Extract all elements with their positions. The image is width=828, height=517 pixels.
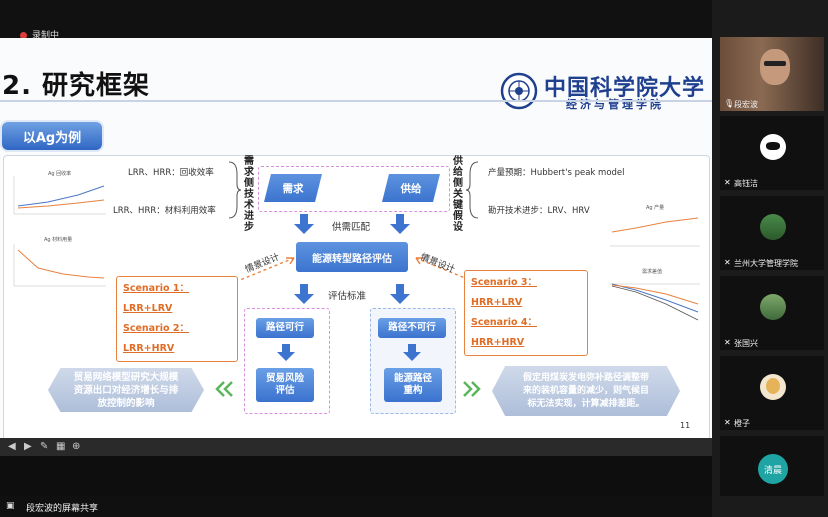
participant-tile[interactable]: ✕ 高钰洁 (720, 116, 824, 190)
slide-control-bar: ◀ ▶ ✎ ▦ ⊕ (0, 438, 712, 456)
university-seal-icon (500, 72, 538, 110)
feasible-box: 路径可行 (256, 318, 314, 338)
note-recovery: LRR、HRR：回收效率 (128, 168, 214, 178)
screen-share-banner: ▣ 段宏波的屏幕共享 (0, 496, 712, 517)
center-evaluation-box: 能源转型路径评估 (296, 242, 408, 272)
coal-gap-note: 假定用煤炭发电弥补路径调整带 来的装机容量的减少，则气候目 标无法实现，计算减排… (492, 366, 680, 416)
infeasible-down-arrow-icon (403, 344, 421, 361)
supply-pill: 供给 (382, 174, 440, 202)
share-label: 段宏波的屏幕共享 (26, 504, 99, 514)
mic-muted-icon: ✕ (724, 258, 731, 267)
double-chevron-left-icon (215, 381, 233, 397)
thumb-chart-production: Ag 产量 (606, 202, 702, 252)
thumb-title: 需求差值 (642, 269, 663, 275)
participant-name: 张国兴 (734, 339, 758, 348)
trade-network-note: 贸易网络模型研究大规模 资源出口对经济增长与排 放控制的影响 (48, 368, 204, 412)
mic-muted-icon: ✕ (724, 418, 731, 427)
eval-label: 评估标准 (328, 291, 367, 302)
thumb-chart-material: Ag 材料用量 (8, 236, 108, 292)
note-material: LRR、HRR：材料利用效率 (113, 206, 216, 216)
title-divider (0, 100, 712, 102)
infeasible-box: 路径不可行 (378, 318, 446, 338)
avatar-figure-icon (766, 378, 780, 394)
participant-name: 橙子 (734, 419, 750, 428)
mic-muted-icon: ✕ (724, 178, 731, 187)
note-tech: 勘开技术进步：LRV、HRV (488, 206, 590, 216)
mic-icon: 🎙 (724, 99, 735, 108)
reconstruct-box: 能源路径 重构 (384, 368, 442, 402)
scenario-4: Scenario 4：HRR+HRV (471, 317, 537, 348)
screen-share-icon: ▣ (6, 501, 15, 511)
thumb-title: Ag 产量 (646, 205, 665, 211)
thumb-title: Ag 回收率 (48, 171, 72, 177)
match-label: 供需匹配 (332, 222, 371, 233)
thumb-title: Ag 材料用量 (44, 237, 73, 243)
scenario-1: Scenario 1：LRR+LRV (123, 283, 189, 314)
down-arrows-icon (294, 214, 410, 234)
recording-icon (20, 32, 27, 39)
participant-tile[interactable]: ✕ 张国兴 (720, 276, 824, 350)
thumb-chart-gap: 需求差值 (606, 266, 702, 328)
note-production: 产量预期：Hubbert's peak model (488, 168, 625, 178)
participant-tile[interactable]: ✕ 橙子 (720, 356, 824, 430)
avatar (760, 49, 790, 85)
mic-muted-icon: ✕ (724, 338, 731, 347)
double-chevron-right-icon (463, 381, 481, 397)
supply-demand-area (258, 166, 450, 212)
avatar: 清晨 (758, 454, 788, 484)
avatar (760, 214, 786, 240)
vertical-label-demand: 需求侧技术进步 (244, 156, 254, 233)
slide-title: 2. 研究框架 (2, 71, 151, 101)
feasible-area (244, 308, 330, 414)
page-number: 11 (680, 421, 691, 430)
scenario-arrows-icon (239, 257, 471, 281)
participant-name: 兰州大学管理学院 (734, 259, 798, 268)
participant-tile[interactable]: ✕ 兰州大学管理学院 (720, 196, 824, 270)
participant-tile[interactable]: 清晨 (720, 436, 824, 496)
scenario-3: Scenario 3：HRR+LRV (471, 277, 537, 308)
participant-name: 高钰洁 (734, 179, 758, 188)
next-slide-icon[interactable]: ▶ (24, 441, 32, 452)
thumb-chart-recovery: Ag 回收率 (8, 168, 108, 220)
zoom-icon[interactable]: ⊕ (72, 441, 81, 452)
meeting-top-bar (0, 0, 828, 38)
left-brace-icon (228, 161, 241, 219)
glasses-icon (764, 61, 786, 66)
grid-icon[interactable]: ▦ (56, 441, 66, 452)
right-brace-icon (466, 161, 479, 219)
vertical-label-supply: 供给侧关键假设 (453, 156, 463, 233)
shared-slide: 2. 研究框架 中国科学院大学 经济与管理学院 以Ag为例 Ag 回收率 Ag … (0, 38, 712, 438)
pen-icon[interactable]: ✎ (40, 441, 49, 452)
feasible-down-arrow-icon (277, 344, 295, 361)
university-name: 中国科学院大学 (544, 75, 706, 101)
demand-pill: 需求 (264, 174, 322, 202)
scenario-2: Scenario 2：LRR+HRV (123, 323, 189, 354)
avatar-face-icon (766, 142, 780, 150)
example-tab: 以Ag为例 (2, 122, 102, 150)
school-name: 经济与管理学院 (566, 98, 664, 111)
recording-label: 录制中 (32, 31, 60, 41)
eval-arrows-icon (294, 284, 410, 304)
prev-slide-icon[interactable]: ◀ (8, 441, 16, 452)
participant-tile[interactable]: 🎙 段宏波 (720, 37, 824, 111)
scenario-box-left: Scenario 1：LRR+LRV Scenario 2：LRR+HRV (116, 276, 238, 362)
trade-risk-box: 贸易风险 评估 (256, 368, 314, 402)
avatar (760, 294, 786, 320)
participant-name: 段宏波 (734, 100, 758, 109)
scenario-box-right: Scenario 3：HRR+LRV Scenario 4：HRR+HRV (464, 270, 588, 356)
